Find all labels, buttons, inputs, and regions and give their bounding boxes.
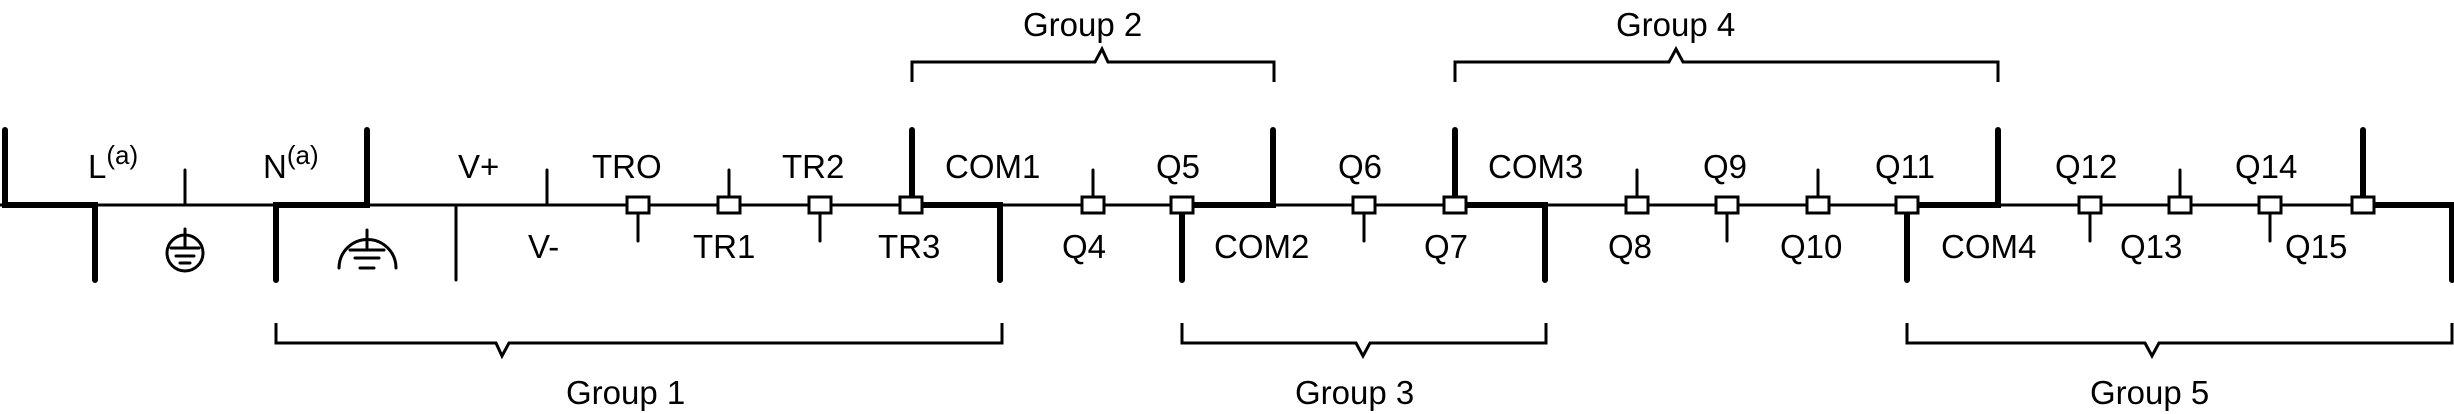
- label-com2: COM2: [1214, 228, 1309, 265]
- label-tr1: TR1: [693, 228, 755, 265]
- label-q4: Q4: [1062, 228, 1106, 265]
- label-tr2: TR2: [782, 148, 844, 185]
- terminal-boxes: [625, 168, 2376, 243]
- top-labels: L(a) N(a) V+ TRO TR2 COM1 Q5 Q6 COM3 Q9 …: [88, 140, 2297, 185]
- separator-com1: [909, 127, 1003, 283]
- separator-q15: [2360, 127, 2454, 283]
- label-n: N(a): [263, 140, 319, 185]
- separator-q5: [1179, 127, 1276, 283]
- label-com3: COM3: [1488, 148, 1583, 185]
- label-q10: Q10: [1780, 228, 1842, 265]
- label-vminus: V-: [528, 228, 559, 265]
- label-q13: Q13: [2120, 228, 2182, 265]
- label-q6: Q6: [1338, 148, 1382, 185]
- terminal-screw-q14: [2257, 195, 2283, 215]
- group-4-label: Group 4: [1616, 6, 1735, 43]
- terminal-screw-tro: [625, 195, 651, 215]
- terminal-screw-q10: [1805, 195, 1831, 215]
- group-4-bracket: Group 4: [1453, 6, 2000, 82]
- group-1-bracket: Group 1: [274, 323, 1004, 411]
- terminal-screw-q6: [1351, 195, 1377, 215]
- label-q12: Q12: [2055, 148, 2117, 185]
- terminal-screw-q15: [2350, 195, 2376, 215]
- separator-l-left: [2, 127, 98, 283]
- label-l: L(a): [88, 140, 138, 185]
- label-com1: COM1: [945, 148, 1040, 185]
- separator-q7: [1452, 127, 1548, 283]
- label-q9: Q9: [1703, 148, 1747, 185]
- functional-earth-icon: [337, 228, 398, 270]
- label-com4: COM4: [1941, 228, 2036, 265]
- separator-q11: [1904, 127, 2001, 283]
- label-q8: Q8: [1608, 228, 1652, 265]
- terminal-screw-q11: [1894, 195, 1920, 215]
- terminal-screw-q5: [1169, 195, 1195, 215]
- terminal-screw-q8: [1624, 195, 1650, 215]
- label-vplus: V+: [458, 148, 499, 185]
- terminal-screw-q9: [1714, 195, 1740, 215]
- group-2-label: Group 2: [1023, 6, 1142, 43]
- label-q7: Q7: [1424, 228, 1468, 265]
- group-1-label: Group 1: [566, 374, 685, 411]
- separators: [2, 127, 2454, 283]
- label-q14: Q14: [2235, 148, 2297, 185]
- group-3-label: Group 3: [1295, 374, 1414, 411]
- group-3-bracket: Group 3: [1180, 323, 1548, 411]
- label-q11: Q11: [1875, 148, 1935, 185]
- terminal-screw-q4: [1080, 195, 1106, 215]
- terminal-screw-q7: [1442, 195, 1468, 215]
- terminal-screw-tr1: [716, 195, 742, 215]
- separator-n: [273, 127, 370, 283]
- protective-earth-icon: [165, 168, 205, 273]
- group-5-label: Group 5: [2090, 374, 2209, 411]
- terminal-screw-q12: [2077, 195, 2103, 215]
- terminal-screw-tr2: [807, 195, 833, 215]
- terminal-screw-tr3: [898, 195, 924, 215]
- label-q5: Q5: [1156, 148, 1200, 185]
- label-tro: TRO: [592, 148, 662, 185]
- terminal-screw-q13: [2167, 195, 2193, 215]
- bottom-labels: V- TR1 TR3 Q4 COM2 Q7 Q8 Q10 COM4 Q13 Q1…: [528, 228, 2347, 265]
- label-tr3: TR3: [878, 228, 940, 265]
- group-5-bracket: Group 5: [1905, 323, 2454, 411]
- label-q15: Q15: [2285, 228, 2347, 265]
- group-2-bracket: Group 2: [910, 6, 1276, 82]
